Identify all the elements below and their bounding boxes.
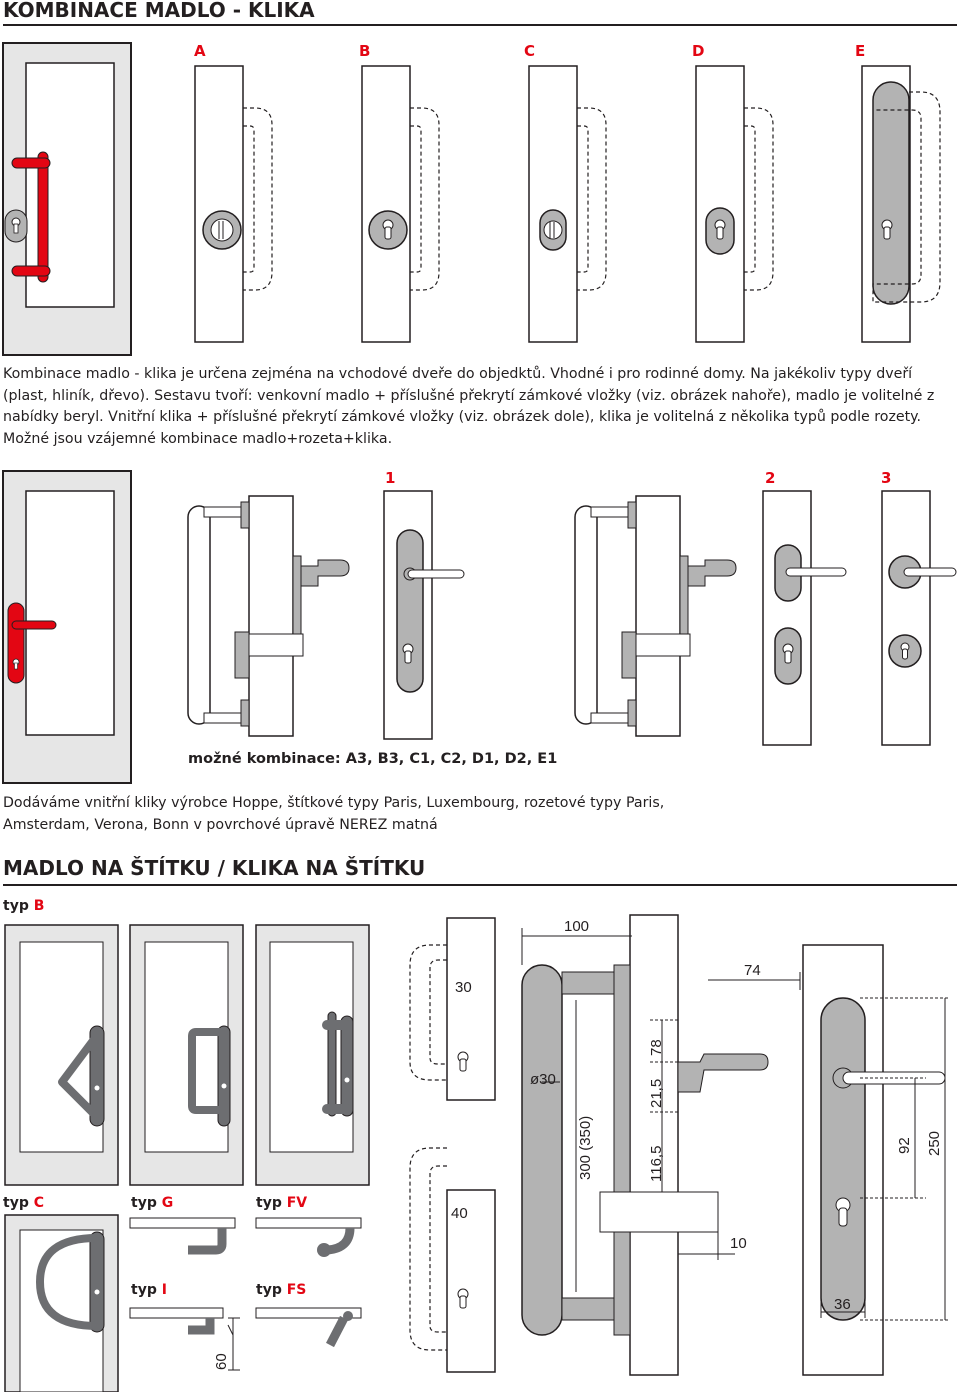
type-label-fs: typ FS [256,1282,307,1298]
dimension-300-350: 300 (350) [577,1116,594,1180]
door-with-lever-illustration [2,470,132,784]
dimension-40: 40 [451,1205,468,1222]
lever-plate-dimensioned-illustration [802,944,950,1376]
variant-c-plate-illustration [528,65,607,343]
lever-variant-label-1: 1 [385,469,396,487]
variant-d-plate-illustration [695,65,774,343]
lever-variant-label-3: 3 [881,469,892,487]
handle-front-view-30 [409,917,496,1101]
title-rule-top [3,24,957,26]
section-view-1-illustration [187,495,350,737]
dimension-21-5: 21,5 [648,1079,665,1108]
type-label-g: typ G [131,1195,174,1211]
variant-label-e: E [855,42,866,60]
dimension-100: 100 [564,918,589,935]
dimension-10: 10 [730,1235,747,1252]
combinations-label: možné kombinace: [188,751,341,767]
supply-paragraph: Dodáváme vnitřní kliky výrobce Hoppe, št… [3,793,957,836]
intro-line-1: Kombinace madlo - klika je určena zejmén… [3,366,913,382]
section-view-2-illustration [574,495,737,737]
variant-label-d: D [692,42,705,60]
lever-plate-3-illustration [881,490,957,746]
profile-type-i-illustration [129,1307,240,1371]
dimension-60: 60 [213,1353,230,1370]
supply-line-2: Amsterdam, Verona, Bonn v povrchové úpra… [3,816,438,833]
dimension-30: 30 [455,979,472,996]
door-with-pull-handle-illustration [2,42,132,356]
dimension-diameter-30: ø30 [530,1071,556,1088]
supply-line-1: Dodáváme vnitřní kliky výrobce Hoppe, št… [3,795,665,811]
type-label-b: typ B [3,898,45,914]
lever-variant-label-2: 2 [765,469,776,487]
profile-type-fs-illustration [255,1307,362,1348]
intro-line-4: Možné jsou vzájemné kombinace madlo+roze… [3,430,393,447]
lever-plate-2-illustration [762,490,847,746]
dimension-92: 92 [896,1137,913,1154]
dimension-36: 36 [834,1296,851,1313]
type-label-fv: typ FV [256,1195,308,1211]
lever-plate-1-illustration [383,490,465,740]
intro-line-2: (plast, hliník, dřevo). Sestavu tvoří: v… [3,387,935,404]
dimension-116-5: 116,5 [648,1146,665,1182]
type-label-i: typ I [131,1282,167,1298]
handle-front-view-40 [409,1147,496,1373]
dimensioned-section-illustration [521,914,801,1376]
type-b-door-illustration [4,924,119,1186]
variant-a-plate-illustration [194,65,273,343]
dimension-78: 78 [648,1039,665,1056]
variant-label-a: A [194,42,206,60]
combinations-value: A3, B3, C1, C2, D1, D2, E1 [345,751,558,767]
variant-label-b: B [359,42,371,60]
type-g-door-illustration [129,924,244,1186]
intro-paragraph: Kombinace madlo - klika je určena zejmén… [3,364,957,450]
section-title-plate: MADLO NA ŠTÍTKU / KLIKA NA ŠTÍTKU [3,856,426,880]
type-label-c: typ C [3,1195,44,1211]
title-rule-bottom [3,884,957,886]
variant-b-plate-illustration [361,65,440,343]
dimension-250: 250 [926,1131,943,1156]
combinations-line: možné kombinace: A3, B3, C1, C2, D1, D2,… [188,751,557,767]
variant-label-c: C [524,42,536,60]
section-title-combination: KOMBINACE MADLO - KLIKA [3,0,315,22]
variant-e-plate-illustration [861,65,941,343]
profile-type-g-illustration [129,1217,236,1255]
type-fv-door-illustration [255,924,370,1186]
profile-type-fv-illustration [255,1217,362,1257]
type-c-door-illustration [4,1214,119,1392]
dimension-74: 74 [744,962,761,979]
intro-line-3: nabídky beryl. Vnitřní klika + příslušné… [3,409,922,425]
